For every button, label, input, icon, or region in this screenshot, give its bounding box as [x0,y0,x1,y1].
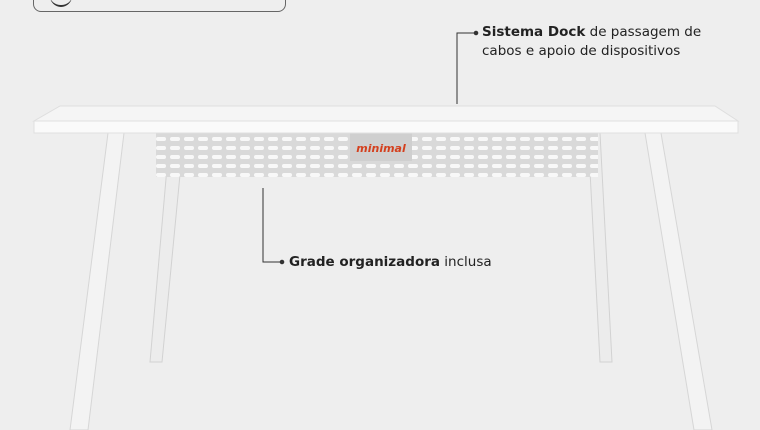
callout-lines [262,30,479,265]
dock-callout: Sistema Dock de passagem de cabos e apoi… [482,23,701,61]
dock-callout-title: Sistema Dock [482,24,586,40]
desk-top [32,105,740,134]
organizer-grid [156,133,598,177]
grade-callout-title: Grade organizadora [289,254,440,270]
dock-callout-text: de passagem de [585,24,702,40]
brand-logo: minimal [356,142,406,155]
warranty-badge [33,0,286,12]
grade-callout-text: inclusa [440,254,492,270]
grade-callout: Grade organizadora inclusa [289,253,492,272]
dock-callout-line2: cabos e apoio de dispositivos [482,43,681,59]
laurel-icon [50,0,72,7]
desk-legs [69,132,713,430]
